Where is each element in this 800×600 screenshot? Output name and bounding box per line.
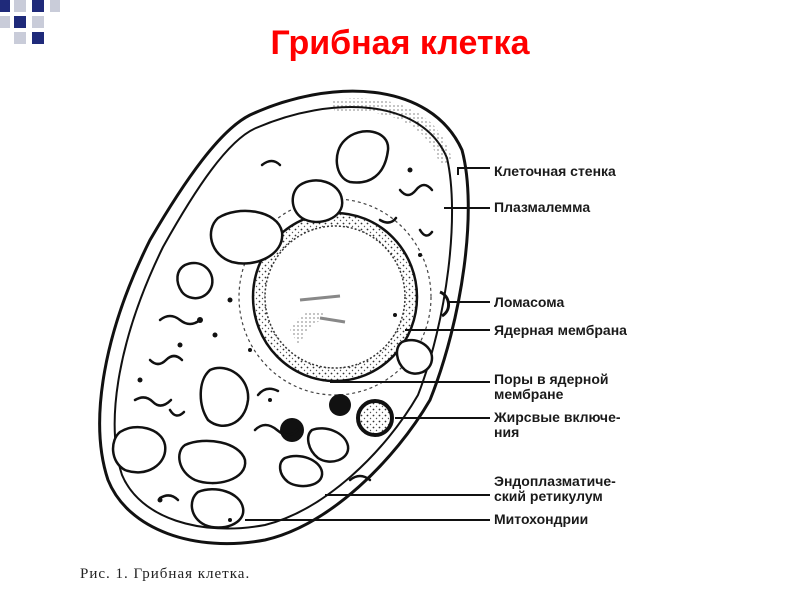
lipid-inclusion [329,394,351,416]
periplasm [330,98,452,165]
slide-title: Грибная клетка [270,24,530,62]
mitochondrion [178,439,247,485]
label-line: Жирсвые включе- [494,409,621,425]
cell-wall [98,89,470,545]
label-nuclear-pores: Поры в ядерной мембране [494,372,609,402]
leader-cell-wall [457,167,490,175]
mitochondrion [335,130,390,184]
mitochondrion [176,261,214,300]
lipid-inclusion [356,399,394,437]
lipid-inclusion [280,418,304,442]
mitochondrion [278,454,324,488]
label-er: Эндоплазматиче- ский ретикулум [494,474,616,504]
mitochondrion [209,209,284,265]
label-line: ния [494,424,520,440]
label-plasmalemma: Плазмалемма [494,199,591,215]
granules [137,167,422,522]
leader-lines [245,167,490,521]
label-line: ский ретикулум [494,488,603,504]
figure-caption: Рис. 1. Грибная клетка. [80,566,251,582]
label-line: Поры в ядерной [494,371,609,387]
label-cell-wall: Клеточная стенка [494,163,616,179]
mitochondrion [190,488,245,529]
label-mitochondria: Митохондрии [494,511,589,527]
mitochondrion [291,179,344,224]
er-group [133,159,434,502]
chromatin-mark [299,294,346,324]
label-lipid-inclusions: Жирсвые включе- ния [494,410,621,440]
mitochondrion [111,425,167,474]
nucleolus [290,311,330,345]
lipid-inclusions-group [280,394,394,442]
corner-decoration [0,0,60,44]
label-line: мембране [494,386,564,402]
mitochondrion [199,366,250,427]
mitochondrion [395,338,434,375]
label-nuclear-membrane: Ядерная мембрана [494,322,627,338]
label-line: Эндоплазматиче- [494,473,616,489]
lomasome [439,290,450,318]
label-lomasome: Ломасома [494,294,565,310]
mitochondria-group [111,130,434,529]
mitochondrion [306,427,350,463]
